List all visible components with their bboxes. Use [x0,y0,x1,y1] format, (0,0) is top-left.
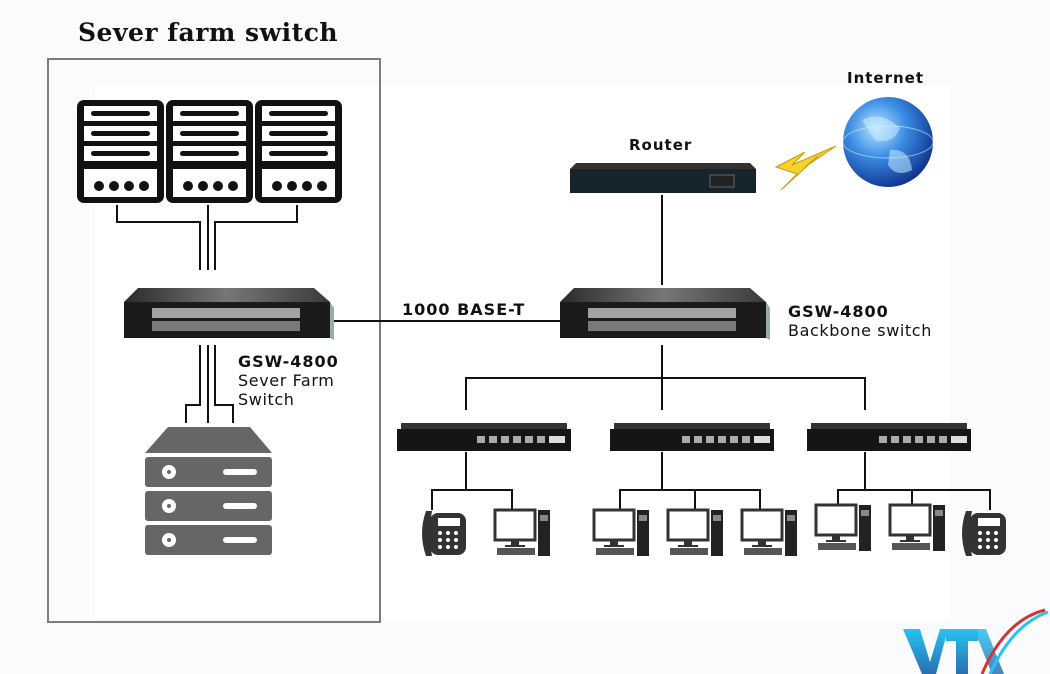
server-farm-switch-line1: Sever Farm [238,371,335,390]
storage-server-icon [145,427,272,555]
server-farm-switch-device [124,288,334,340]
lightning-icon [774,145,837,191]
backbone-switch-device [560,288,770,340]
access-switch-device [807,423,971,451]
line-storage-c [214,345,234,423]
desktop-pc-icon [888,503,945,551]
line-server-1 [116,205,201,270]
router-device [570,163,756,193]
desktop-pc-icon [666,508,723,556]
line-as2 [619,452,761,510]
desktop-pc-icon [740,508,797,556]
server-rack-icon [255,100,342,203]
line-storage-a [185,345,201,423]
desktop-pc-icon [592,508,649,556]
server-farm-switch-model: GSW-4800 [238,352,339,371]
line-as1 [431,452,513,510]
internet-globe-icon [842,97,934,187]
access-switch-device [397,423,571,451]
server-farm-switch-label: GSW-4800 Sever Farm Switch [238,352,339,409]
line-access-bus [465,377,866,410]
server-rack-icon [166,100,253,203]
desktop-pc-icon [493,508,550,556]
internet-label: Internet [847,69,925,87]
link-label-1000base-t: 1000 BASE-T [402,300,526,319]
ip-phone-icon [962,511,1006,556]
server-rack-icon [77,100,164,203]
desktop-pc-icon [814,503,871,551]
server-farm-frame [47,58,381,623]
backbone-switch-role: Backbone switch [788,321,932,340]
router-label: Router [629,136,693,154]
backbone-switch-model: GSW-4800 [788,302,889,321]
server-farm-switch-line2: Switch [238,390,295,409]
line-server-3 [214,205,298,270]
ip-phone-icon [422,511,466,556]
vtx-logo-icon [903,608,1049,674]
backbone-switch-label: GSW-4800 Backbone switch [788,302,932,340]
diagram-title: Sever farm switch [78,18,339,47]
access-switch-device [610,423,774,451]
